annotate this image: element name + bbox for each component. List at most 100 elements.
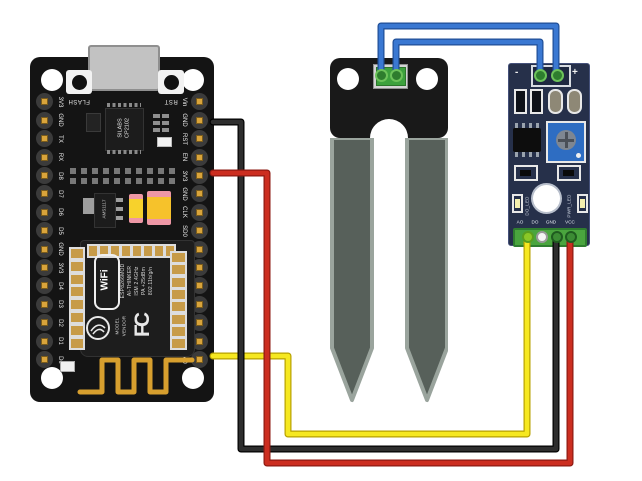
pin-right-rsv1[interactable] [191,314,208,331]
pin-left-gnd2[interactable] [36,241,53,258]
ic-pins [515,152,539,157]
probe-pin-left[interactable] [374,68,388,82]
pin-right-sd0[interactable] [191,222,208,239]
potentiometer-dot [576,153,581,158]
plus-label: + [572,67,578,78]
wire-yellow[interactable] [209,234,531,438]
pin-left-d0[interactable] [36,351,53,368]
smd-resistor [514,89,527,114]
castellated-pad [69,337,85,350]
pin-right-gnd[interactable] [191,112,208,129]
pin-left-gnd[interactable] [36,112,53,129]
pin-gnd[interactable] [551,231,563,243]
probe-cutout [370,119,408,138]
lm393-comparator-ic [513,128,541,152]
terminal-pin-minus[interactable] [533,68,547,82]
regulator-leg [116,207,123,211]
pin-right-sd1[interactable] [191,259,208,276]
capacitor-large [147,191,171,225]
pin-do[interactable] [536,231,548,243]
wire-blue-2[interactable] [392,38,544,78]
pin-right-a0[interactable] [191,351,208,368]
terminal-pin-plus[interactable] [550,68,564,82]
led [157,137,172,147]
probe-pin-right[interactable] [389,68,403,82]
antenna-pad [60,361,75,372]
pin-right-rst[interactable] [191,130,208,147]
smd-capacitor [548,89,563,114]
vcc-label: VCC [565,219,575,225]
pin-right-vin[interactable] [191,93,208,110]
smd-component [557,165,581,181]
potentiometer-screw[interactable] [556,130,576,150]
pin-right-gnd2[interactable] [191,185,208,202]
ic-pins [515,123,539,128]
wire-blue-1[interactable] [377,22,560,78]
usb-connector [88,45,160,91]
pin-left-rx[interactable] [36,149,53,166]
chip-pins [107,103,141,107]
potentiometer[interactable] [546,121,586,163]
smd-resistor [530,89,543,114]
wire-black[interactable] [209,118,560,453]
castellated-pad [170,263,187,276]
castellated-pad [170,300,187,313]
pin-right-cmd[interactable] [191,241,208,258]
pin-right-en[interactable] [191,149,208,166]
smd-capacitor [567,89,582,114]
wire-red[interactable] [209,169,574,467]
smd-resistor [162,121,169,125]
pin-left-d1[interactable] [36,333,53,350]
ams1117-regulator [94,193,116,228]
smd-resistor [153,121,160,125]
gnd-label: GND [545,219,557,225]
regulator-tab [83,198,94,214]
flash-button[interactable] [66,70,92,94]
probe-hole [337,68,359,90]
pin-left-d6[interactable] [36,204,53,221]
smd-resistor [162,114,169,118]
castellated-pad [170,337,187,350]
pin-right-3v3[interactable] [191,167,208,184]
regulator-leg [116,198,123,202]
header-holes-row [70,178,180,184]
pin-right-sd2[interactable] [191,277,208,294]
nodemcu-board[interactable]: FLASH RST 3V3 GND TX RX D8 D7 D6 D5 GND … [30,45,214,402]
smd-resistor [162,128,169,132]
pin-left-d5[interactable] [36,222,53,239]
probe-prongs [330,138,448,402]
pin-left-d8[interactable] [36,167,53,184]
castellated-pad [69,247,85,260]
sot23-component [86,113,101,132]
reset-button[interactable] [158,70,184,94]
pin-left-d2[interactable] [36,314,53,331]
sensor-module-board[interactable]: - + DO_LED PWR_LED AO DO GND VCC [508,63,590,247]
pin-left-d4[interactable] [36,277,53,294]
pin-right-clk[interactable] [191,204,208,221]
minus-label: - [515,67,519,78]
pin-vcc[interactable] [565,231,577,243]
chip-pins [107,150,141,154]
wifi-logo [94,254,120,310]
pin-left-3v3b[interactable] [36,259,53,276]
flash-button-cap [71,74,87,90]
castellated-pad [69,285,85,298]
pin-left-3v3[interactable] [36,93,53,110]
pin-left-tx[interactable] [36,130,53,147]
pin-right-rsv2[interactable] [191,333,208,350]
pin-left-d3[interactable] [36,296,53,313]
smd-resistor [153,128,160,132]
castellated-pad [69,324,85,337]
header-holes-row [70,168,180,174]
mounting-hole [182,367,204,389]
pin-left-d7[interactable] [36,185,53,202]
smd-component [514,165,538,181]
pin-ao[interactable] [522,231,534,243]
mounting-hole [41,69,63,91]
do-led [512,194,523,213]
castellated-pad [69,260,85,273]
mounting-hole [533,185,560,212]
pin-right-sd3[interactable] [191,296,208,313]
cp2102-chip [105,108,144,151]
